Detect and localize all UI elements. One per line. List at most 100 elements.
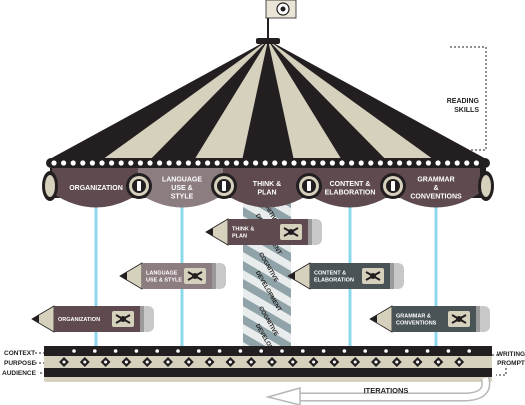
canopy-label: ORGANIZATION: [69, 185, 123, 192]
roof-light: [416, 160, 422, 166]
roof-light: [109, 160, 115, 166]
roof-light: [406, 160, 412, 166]
carousel-base: [44, 346, 492, 382]
roof-light: [291, 160, 297, 166]
roof-light: [137, 160, 143, 166]
roof-light: [464, 160, 470, 166]
roof-light: [310, 160, 316, 166]
pencil-label: LANGUAGE: [146, 271, 178, 277]
pencil-grammar-conventions: GRAMMAR &CONVENTIONS: [369, 305, 490, 333]
base-light: [238, 349, 243, 353]
pencil-label: PLAN: [232, 234, 247, 240]
reading-skills-label-line1: READING: [447, 98, 480, 105]
roof-light: [329, 160, 335, 166]
base-light: [384, 349, 388, 353]
roof-light: [70, 160, 76, 166]
base-light: [280, 349, 284, 353]
iterations-arrow: ITERATIONS: [265, 376, 491, 405]
canopy-panel: [52, 168, 140, 208]
left-labels: CONTEXT PURPOSE AUDIENCE: [2, 350, 44, 377]
roof-light: [262, 160, 268, 166]
base-light: [363, 349, 368, 353]
roof-light: [387, 160, 393, 166]
roof-light: [205, 160, 211, 166]
canopy-label: &: [433, 185, 438, 192]
roof-light: [320, 160, 326, 166]
roof-light: [185, 160, 191, 166]
base-light: [72, 349, 76, 353]
roof-light: [253, 160, 259, 166]
reading-skills-bracket: READING SKILLS: [447, 46, 487, 151]
roof-light: [147, 160, 153, 166]
carousel-roof: [48, 38, 488, 160]
pencil-label: CONTENT &: [314, 271, 346, 277]
roof-light: [339, 160, 345, 166]
roof-light: [195, 160, 201, 166]
roof-light: [272, 160, 278, 166]
purpose-label: PURPOSE: [4, 360, 36, 367]
writing-prompt-annotation: WRITING PROMPT: [492, 351, 525, 376]
base-light: [217, 349, 222, 353]
base-light: [259, 349, 264, 353]
canopy-panel: [223, 168, 311, 208]
canopy-label: CONVENTIONS: [410, 194, 462, 201]
roof-light: [176, 160, 182, 166]
base-light: [155, 349, 159, 353]
roof-light: [473, 160, 479, 166]
writing-prompt-line1: WRITING: [497, 351, 525, 358]
canopy-label: PLAN: [257, 189, 276, 196]
roof-light-strip: [46, 158, 490, 168]
pencil-label: CONVENTIONS: [396, 321, 437, 327]
audience-label: AUDIENCE: [2, 370, 37, 377]
pencil-content-elaboration: CONTENT &ELABORATION: [287, 262, 404, 290]
roof-light: [454, 160, 460, 166]
base-light: [134, 349, 139, 353]
base-light: [176, 349, 180, 353]
roof-light: [51, 160, 57, 166]
base-light: [93, 349, 97, 353]
pencil-label: USE & STYLE: [146, 278, 182, 284]
roof-light: [118, 160, 124, 166]
canopy-label: CONTENT &: [330, 181, 371, 188]
base-light: [467, 349, 472, 353]
base-light: [425, 349, 430, 353]
canopy-panel: [138, 168, 226, 208]
pencil-organization: ORGANIZATION: [31, 305, 154, 333]
roof-light: [61, 160, 67, 166]
canopy-panel: [392, 168, 480, 208]
canopy-label: STYLE: [171, 194, 194, 201]
roof-light: [157, 160, 163, 166]
roof-light: [377, 160, 383, 166]
context-label: CONTEXT: [4, 350, 35, 357]
roof-light: [166, 160, 172, 166]
base-light: [446, 349, 451, 353]
pencil-label: THINK &: [232, 227, 254, 233]
pencil-think-plan: THINK &PLAN: [205, 218, 322, 246]
top-flag: [265, 0, 297, 42]
base-light: [342, 349, 347, 353]
roof-light: [425, 160, 431, 166]
canopy-label: ELABORATION: [325, 189, 376, 196]
roof-light: [99, 160, 105, 166]
base-light: [405, 349, 409, 353]
roof-light: [233, 160, 239, 166]
base-light: [113, 349, 118, 353]
roof-light: [128, 160, 134, 166]
roof-light: [368, 160, 374, 166]
roof-light: [435, 160, 441, 166]
writing-prompt-line2: PROMPT: [497, 360, 525, 367]
reading-skills-label-line2: SKILLS: [454, 107, 479, 114]
roof-light: [89, 160, 95, 166]
base-light: [321, 349, 326, 353]
roof-light: [301, 160, 307, 166]
roof-light: [397, 160, 403, 166]
roof-light: [243, 160, 249, 166]
roof-light: [281, 160, 287, 166]
iterations-label: ITERATIONS: [364, 386, 409, 395]
pencil-label: GRAMMAR &: [396, 314, 431, 320]
base-light: [197, 349, 201, 353]
